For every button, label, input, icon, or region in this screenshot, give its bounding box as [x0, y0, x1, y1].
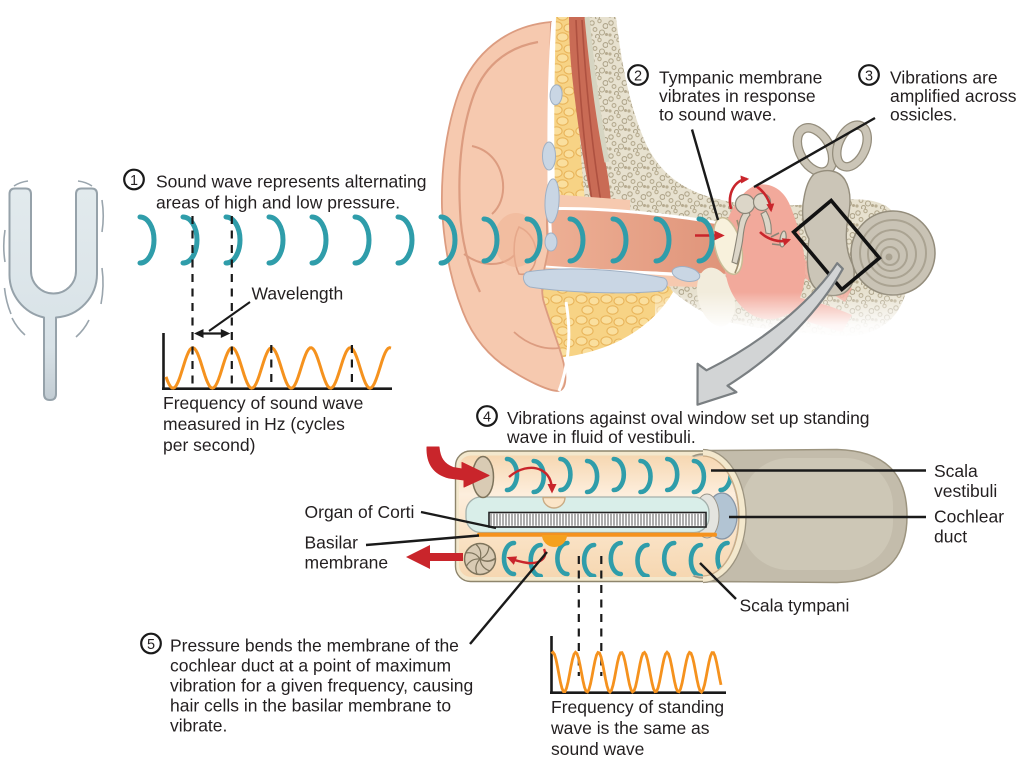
- svg-text:Sound wave represents alternat: Sound wave represents alternating: [156, 172, 426, 192]
- svg-text:ossicles.: ossicles.: [890, 105, 957, 125]
- svg-text:Scala: Scala: [934, 461, 978, 481]
- svg-text:1: 1: [130, 173, 138, 189]
- svg-text:Tympanic membrane: Tympanic membrane: [659, 68, 822, 88]
- svg-text:per second): per second): [163, 435, 255, 455]
- svg-text:Organ of Corti: Organ of Corti: [305, 502, 415, 522]
- svg-text:Wavelength: Wavelength: [252, 284, 344, 304]
- svg-text:vibration for a given frequenc: vibration for a given frequency, causing: [170, 676, 473, 696]
- svg-text:Cochlear: Cochlear: [934, 507, 1004, 527]
- svg-text:to sound wave.: to sound wave.: [659, 105, 777, 125]
- svg-text:Vibrations against oval window: Vibrations against oval window set up st…: [507, 408, 870, 428]
- svg-text:Pressure bends the membrane of: Pressure bends the membrane of the: [170, 636, 459, 656]
- svg-text:2: 2: [634, 68, 642, 84]
- svg-text:5: 5: [147, 637, 155, 653]
- svg-text:duct: duct: [934, 527, 967, 547]
- svg-text:Basilar: Basilar: [305, 533, 359, 553]
- svg-text:wave is the same as: wave is the same as: [550, 718, 710, 738]
- svg-text:hair cells in the basilar memb: hair cells in the basilar membrane to: [170, 696, 451, 716]
- svg-text:areas of high and low pressure: areas of high and low pressure.: [156, 193, 400, 213]
- svg-text:cochlear duct at a point of ma: cochlear duct at a point of maximum: [170, 656, 451, 676]
- svg-text:4: 4: [483, 409, 491, 425]
- svg-text:membrane: membrane: [305, 553, 389, 573]
- svg-text:amplified across: amplified across: [890, 86, 1017, 106]
- svg-text:vestibuli: vestibuli: [934, 481, 997, 501]
- svg-text:vibrate.: vibrate.: [170, 716, 227, 736]
- svg-text:sound wave: sound wave: [551, 739, 644, 759]
- svg-text:wave in fluid of vestibuli.: wave in fluid of vestibuli.: [506, 427, 696, 447]
- svg-text:measured in Hz (cycles: measured in Hz (cycles: [163, 414, 345, 434]
- svg-text:vibrates in response: vibrates in response: [659, 86, 816, 106]
- svg-text:Vibrations are: Vibrations are: [890, 68, 998, 88]
- svg-text:Frequency of standing: Frequency of standing: [551, 697, 724, 717]
- svg-text:3: 3: [865, 68, 873, 84]
- svg-text:Scala tympani: Scala tympani: [740, 596, 850, 616]
- svg-text:Frequency of sound wave: Frequency of sound wave: [163, 393, 363, 413]
